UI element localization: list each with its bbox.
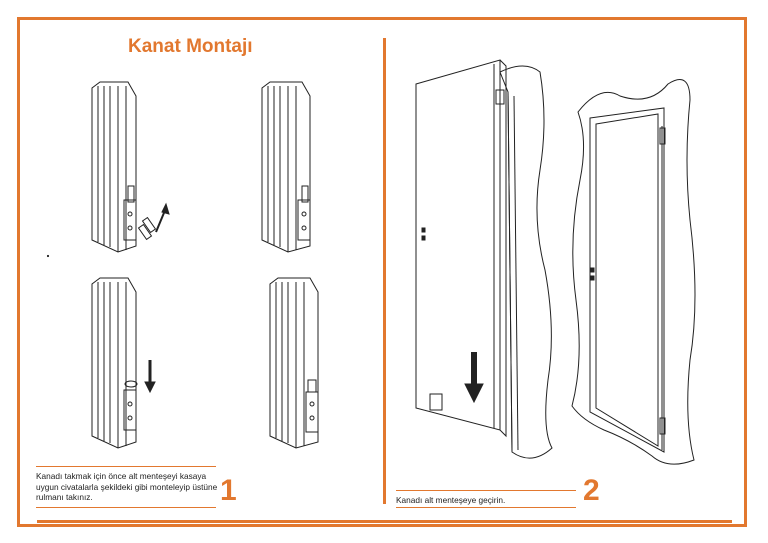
bottom-rule (37, 520, 732, 523)
hinge-detail-2 (261, 81, 311, 253)
step-1-caption: Kanadı takmak için önce alt menteşeyi ka… (36, 471, 218, 502)
caption-rule-top-1 (36, 466, 216, 467)
door-mounting (415, 59, 553, 459)
arrow-down-icon (464, 352, 484, 404)
hinge-detail-1 (91, 81, 170, 253)
column-divider (383, 38, 386, 504)
step-2-number: 2 (583, 474, 600, 507)
step-1-number: 1 (220, 474, 237, 507)
caption-rule-bottom-1 (36, 507, 216, 508)
arrow-up-icon (155, 202, 170, 233)
screw-icon (137, 216, 157, 241)
hinge-detail-4 (269, 277, 319, 449)
hinge-detail-3 (91, 277, 156, 449)
page-title: Kanat Montajı (128, 36, 253, 57)
arrow-down-icon (144, 360, 156, 394)
page-frame (17, 17, 747, 527)
step-2-caption: Kanadı alt menteşeye geçirin. (396, 495, 506, 505)
caption-rule-top-2 (396, 490, 576, 491)
caption-rule-bottom-2 (396, 507, 576, 508)
door-installed (571, 79, 696, 465)
